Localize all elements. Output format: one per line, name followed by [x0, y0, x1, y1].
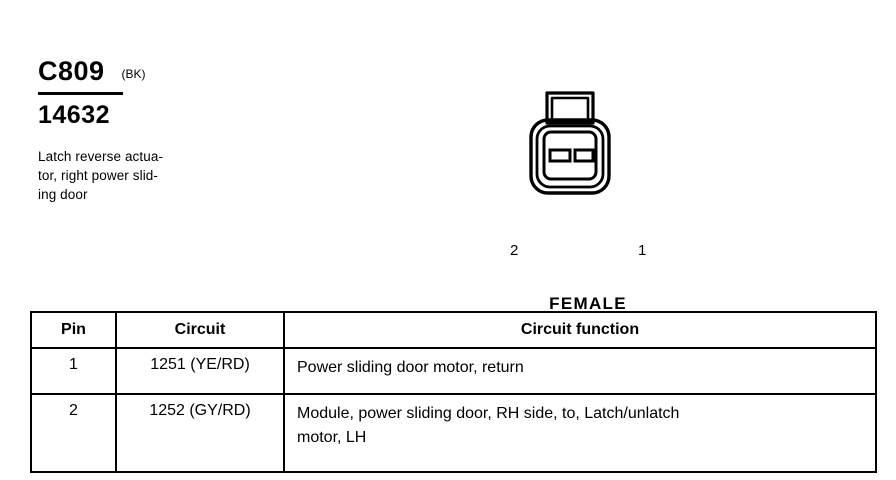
column-header-pin: Pin: [30, 311, 117, 349]
table-header-row: Pin Circuit Circuit function: [30, 311, 877, 349]
connector-pin-label-1: 1: [638, 242, 647, 259]
connector-color-code: (BK): [121, 67, 146, 81]
pin-cavity-2: [548, 148, 572, 163]
description-line-3: ing door: [38, 187, 88, 202]
column-header-circuit-function: Circuit function: [283, 311, 877, 349]
function-line: Power sliding door motor, return: [297, 359, 524, 376]
cell-circuit: 1252 (GY/RD): [115, 393, 285, 473]
description-line-2: tor, right power slid-: [38, 168, 158, 183]
id-underline-rule: [38, 92, 123, 95]
connector-id-block: C809 (BK) 14632 Latch reverse actua- tor…: [38, 58, 268, 204]
column-header-circuit: Circuit: [115, 311, 285, 349]
function-line: motor, LH: [297, 429, 367, 446]
connector-description: Latch reverse actua- tor, right power sl…: [38, 147, 213, 204]
cell-circuit: 1251 (YE/RD): [115, 347, 285, 395]
connector-id-row: C809 (BK): [38, 58, 268, 85]
description-line-1: Latch reverse actua-: [38, 149, 164, 164]
cell-pin: 1: [30, 347, 117, 395]
table-row: 2 1252 (GY/RD) Module, power sliding doo…: [30, 393, 877, 473]
connector-id: C809: [38, 56, 105, 86]
pinout-table: Pin Circuit Circuit function 1 1251 (YE/…: [30, 311, 877, 473]
cell-pin: 2: [30, 393, 117, 473]
connector-gender-label: FEMALE: [549, 294, 627, 313]
connector-pin-label-2: 2: [510, 242, 519, 259]
cell-circuit-function: Power sliding door motor, return: [283, 347, 877, 395]
connector-part-number: 14632: [38, 101, 111, 129]
pin-cavity-1: [573, 148, 595, 163]
cell-circuit-function: Module, power sliding door, RH side, to,…: [283, 393, 877, 473]
connector-face-icon: [529, 91, 611, 195]
table-row: 1 1251 (YE/RD) Power sliding door motor,…: [30, 347, 877, 395]
function-line: Module, power sliding door, RH side, to,…: [297, 405, 680, 422]
connector-diagram: 2 1 FEMALE: [498, 88, 678, 313]
